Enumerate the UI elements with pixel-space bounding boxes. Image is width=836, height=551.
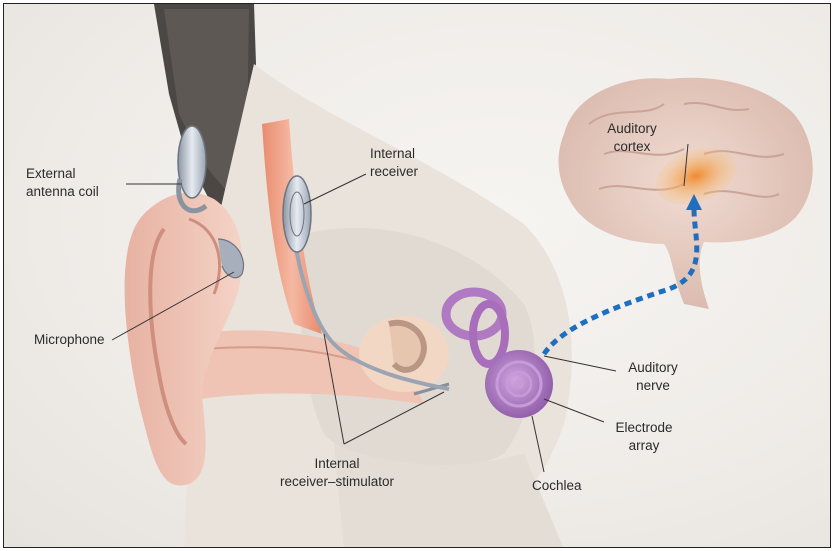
label-external-antenna-coil: External antenna coil: [26, 165, 99, 201]
label-auditory-cortex: Auditory cortex: [596, 120, 668, 156]
label-microphone: Microphone: [34, 331, 105, 349]
cochlear-implant-diagram: External antenna coil Internal receiver …: [3, 3, 831, 548]
anatomy-illustration: [4, 4, 831, 548]
brain: [559, 78, 813, 309]
label-cochlea: Cochlea: [532, 477, 582, 495]
label-internal-receiver-stimulator: Internal receiver–stimulator: [262, 455, 412, 491]
label-auditory-nerve: Auditory nerve: [616, 359, 690, 395]
internal-receiver-device: [283, 176, 311, 252]
label-internal-receiver: Internal receiver: [370, 145, 418, 181]
label-electrode-array: Electrode array: [604, 419, 684, 455]
